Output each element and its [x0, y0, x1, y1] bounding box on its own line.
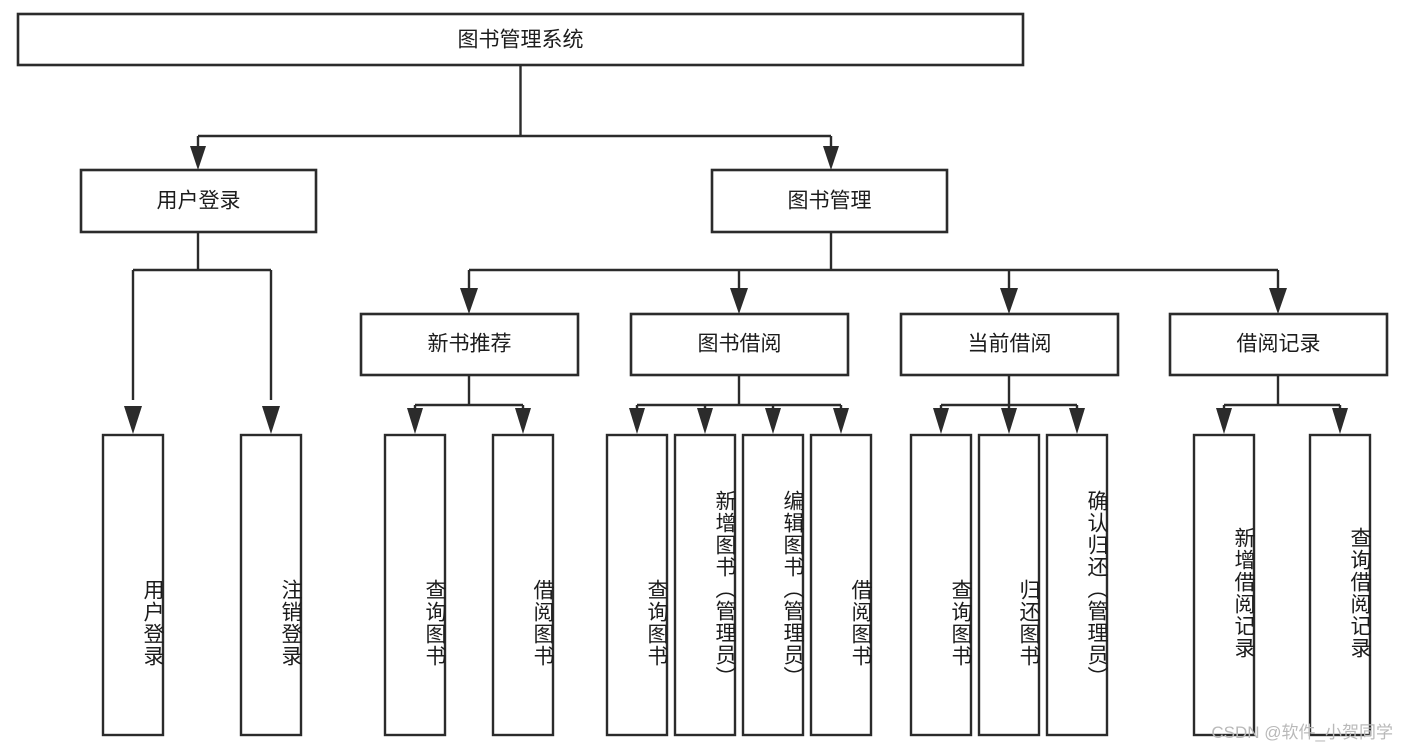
arrow-leaf-query-book-1 — [407, 408, 423, 434]
arrow-book-borrow — [730, 288, 748, 314]
node-user-login-label: 用户登录 — [157, 190, 241, 213]
node-leaf-user-login-box[interactable] — [101, 433, 165, 737]
arrow-leaf-user-login — [124, 406, 142, 434]
node-book-manage-label: 图书管理 — [788, 190, 872, 213]
node-current-borrow-label: 当前借阅 — [968, 333, 1052, 356]
arrow-leaf-add-borrow-record — [1216, 408, 1232, 434]
arrow-leaf-query-book-2 — [629, 408, 645, 434]
node-leaf-confirm-return-box[interactable] — [1045, 433, 1109, 737]
node-book-manage-box[interactable] — [710, 168, 949, 234]
csdn-watermark: CSDN @软件_小贺同学 — [1211, 723, 1393, 742]
arrow-leaf-query-book-3 — [933, 408, 949, 434]
node-new-book-recommend-label: 新书推荐 — [428, 333, 512, 356]
arrow-leaf-logout-login — [262, 406, 280, 434]
node-layer: 图书管理系统 用户登录 图书管理 新书推荐 图书借阅 当前借阅 借阅记录 — [16, 12, 1389, 737]
node-leaf-add-book-box[interactable] — [673, 433, 737, 737]
node-leaf-query-book-1-box[interactable] — [383, 433, 447, 737]
node-leaf-borrow-book-2-box[interactable] — [809, 433, 873, 737]
arrow-to-user-login — [190, 146, 206, 170]
node-leaf-query-book-3-box[interactable] — [909, 433, 973, 737]
arrow-leaf-return-book — [1001, 408, 1017, 434]
node-borrow-record-label: 借阅记录 — [1237, 333, 1321, 356]
node-leaf-query-book-2-box[interactable] — [605, 433, 669, 737]
node-leaf-borrow-book-1-box[interactable] — [491, 433, 555, 737]
arrow-leaf-borrow-book-2 — [833, 408, 849, 434]
node-leaf-query-borrow-record-box[interactable] — [1308, 433, 1372, 737]
node-current-borrow-box[interactable] — [899, 312, 1120, 377]
arrow-leaf-edit-book — [765, 408, 781, 434]
arrow-leaf-borrow-book-1 — [515, 408, 531, 434]
arrow-to-book-manage — [823, 146, 839, 170]
arrow-new-book-recommend — [460, 288, 478, 314]
arrow-leaf-confirm-return — [1069, 408, 1085, 434]
node-leaf-return-book-box[interactable] — [977, 433, 1041, 737]
node-book-borrow-label: 图书借阅 — [698, 333, 782, 356]
edge-layer — [124, 65, 1348, 434]
node-root-box[interactable] — [16, 12, 1025, 67]
node-borrow-record-box[interactable] — [1168, 312, 1389, 377]
node-leaf-logout-login-box[interactable] — [239, 433, 303, 737]
node-leaf-edit-book-box[interactable] — [741, 433, 805, 737]
node-new-book-recommend-box[interactable] — [359, 312, 580, 377]
node-book-borrow-box[interactable] — [629, 312, 850, 377]
node-user-login-box[interactable] — [79, 168, 318, 234]
arrow-leaf-add-book — [697, 408, 713, 434]
arrow-current-borrow — [1000, 288, 1018, 314]
node-root-label: 图书管理系统 — [458, 29, 584, 52]
arrow-leaf-query-borrow-record — [1332, 408, 1348, 434]
node-leaf-add-borrow-record-box[interactable] — [1192, 433, 1256, 737]
arrow-borrow-record — [1269, 288, 1287, 314]
